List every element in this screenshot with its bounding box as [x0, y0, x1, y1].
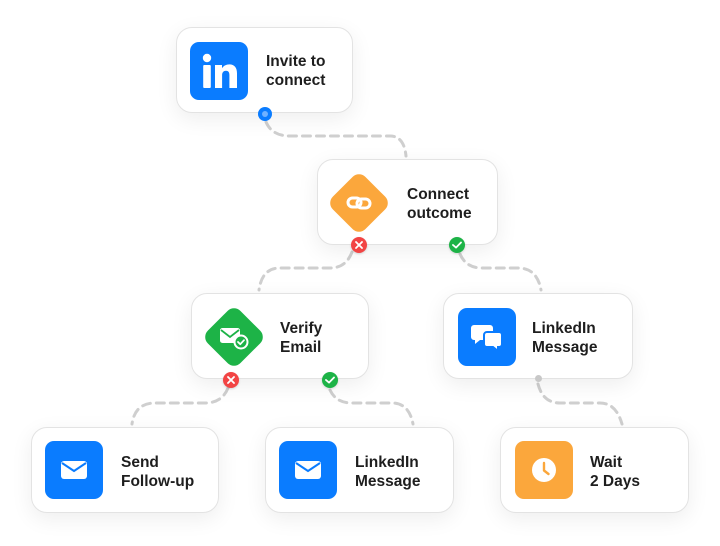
x-icon[interactable] [351, 237, 367, 253]
envelope-icon [45, 441, 103, 499]
node-linkedin-message-2[interactable]: LinkedIn Message [265, 427, 454, 513]
chat-bubbles-icon [458, 308, 516, 366]
node-title-line2: 2 Days [590, 473, 640, 490]
x-icon[interactable] [223, 372, 239, 388]
node-verify-email[interactable]: Verify Email [191, 293, 369, 379]
node-title-line2: Follow-up [121, 473, 195, 490]
check-icon[interactable] [449, 237, 465, 253]
connector-outcome-success-to-message [458, 252, 543, 292]
envelope-icon [279, 441, 337, 499]
linkedin-logo-icon [190, 42, 248, 100]
node-title-line2: Message [355, 473, 421, 490]
output-port[interactable] [258, 107, 272, 121]
node-title-line1: Connect [407, 186, 469, 203]
node-title-line1: Send [121, 454, 159, 471]
node-wait-2-days[interactable]: Wait 2 Days [500, 427, 689, 513]
connector-invite-to-outcome [264, 120, 408, 158]
node-linkedin-message[interactable]: LinkedIn Message [443, 293, 633, 379]
connector-verify-success-to-message [328, 388, 415, 426]
connector-outcome-fail-to-verify [257, 250, 354, 292]
node-title-line1: Verify [280, 320, 323, 337]
node-invite-to-connect[interactable]: Invite to connect [176, 27, 353, 113]
link-icon [326, 170, 392, 236]
node-title-line1: LinkedIn [355, 454, 419, 471]
node-title-line2: Message [532, 339, 598, 356]
node-title-line1: LinkedIn [532, 320, 596, 337]
email-check-icon [201, 304, 267, 370]
node-title-line2: connect [266, 72, 326, 89]
connector-verify-fail-to-followup [130, 386, 230, 426]
node-title-line1: Wait [590, 454, 623, 471]
output-port[interactable] [535, 375, 542, 382]
node-connect-outcome[interactable]: Connect outcome [317, 159, 498, 245]
clock-icon [515, 441, 573, 499]
node-title-line2: outcome [407, 205, 472, 222]
node-title-line2: Email [280, 339, 322, 356]
node-send-follow-up[interactable]: Send Follow-up [31, 427, 219, 513]
node-title-line1: Invite to [266, 53, 326, 70]
check-icon[interactable] [322, 372, 338, 388]
connector-message-to-wait [536, 382, 624, 426]
